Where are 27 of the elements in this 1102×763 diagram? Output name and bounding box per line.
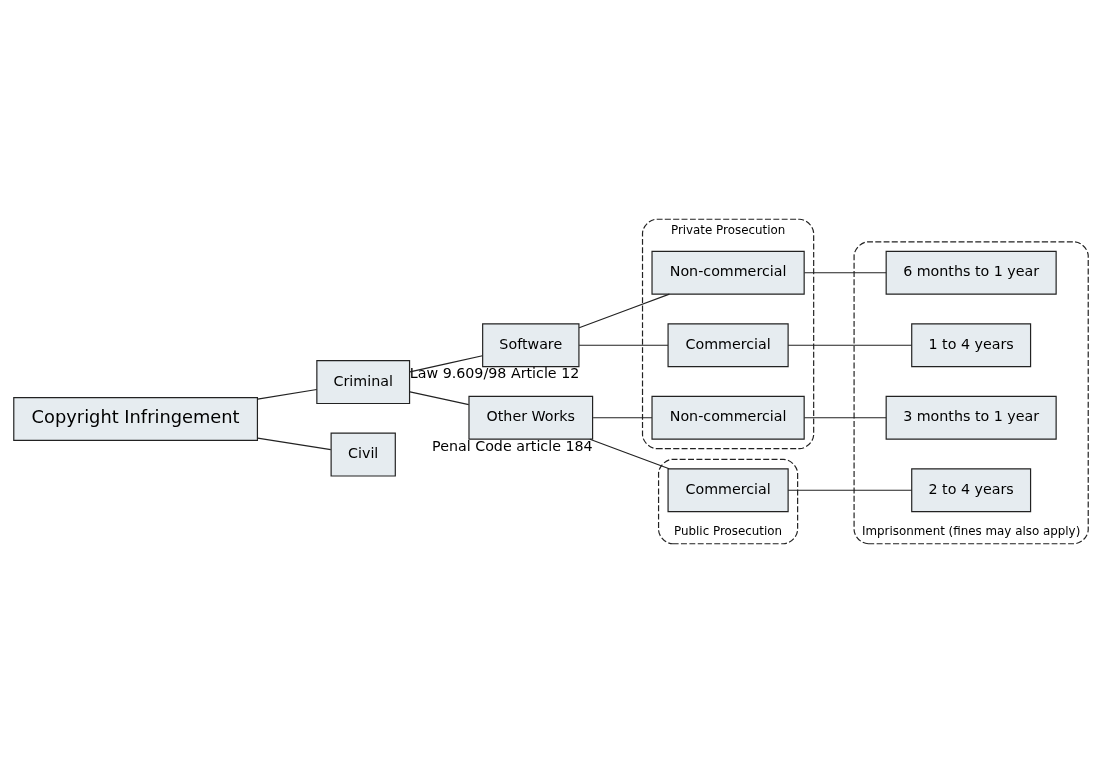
node-label: Penal Code article 184 bbox=[432, 437, 593, 454]
node-box: Copyright Infringement bbox=[13, 396, 259, 441]
connector bbox=[787, 344, 913, 346]
connector bbox=[409, 355, 484, 373]
connector bbox=[409, 391, 470, 406]
node-box: Non-commercial bbox=[651, 395, 805, 440]
node-box: Software bbox=[482, 323, 580, 368]
connector bbox=[257, 388, 318, 400]
node-box: Civil bbox=[330, 432, 396, 477]
connector bbox=[592, 417, 653, 419]
node-box: 3 months to 1 year bbox=[885, 395, 1057, 440]
node-box: Commercial bbox=[667, 323, 789, 368]
node-box: 2 to 4 years bbox=[911, 468, 1032, 513]
node-box: 6 months to 1 year bbox=[885, 250, 1057, 295]
connector bbox=[578, 293, 670, 329]
connector bbox=[589, 438, 670, 470]
connector bbox=[257, 437, 332, 451]
connector bbox=[787, 489, 913, 491]
node-label: Law 9.609/98 Article 12 bbox=[409, 365, 580, 382]
node-box: Criminal bbox=[316, 360, 411, 405]
node-box: 1 to 4 years bbox=[911, 323, 1032, 368]
node-box: Other Works bbox=[468, 395, 594, 440]
connector bbox=[803, 272, 887, 274]
connector bbox=[578, 344, 669, 346]
connector bbox=[803, 417, 887, 419]
node-box: Non-commercial bbox=[651, 250, 805, 295]
node-box: Commercial bbox=[667, 468, 789, 513]
